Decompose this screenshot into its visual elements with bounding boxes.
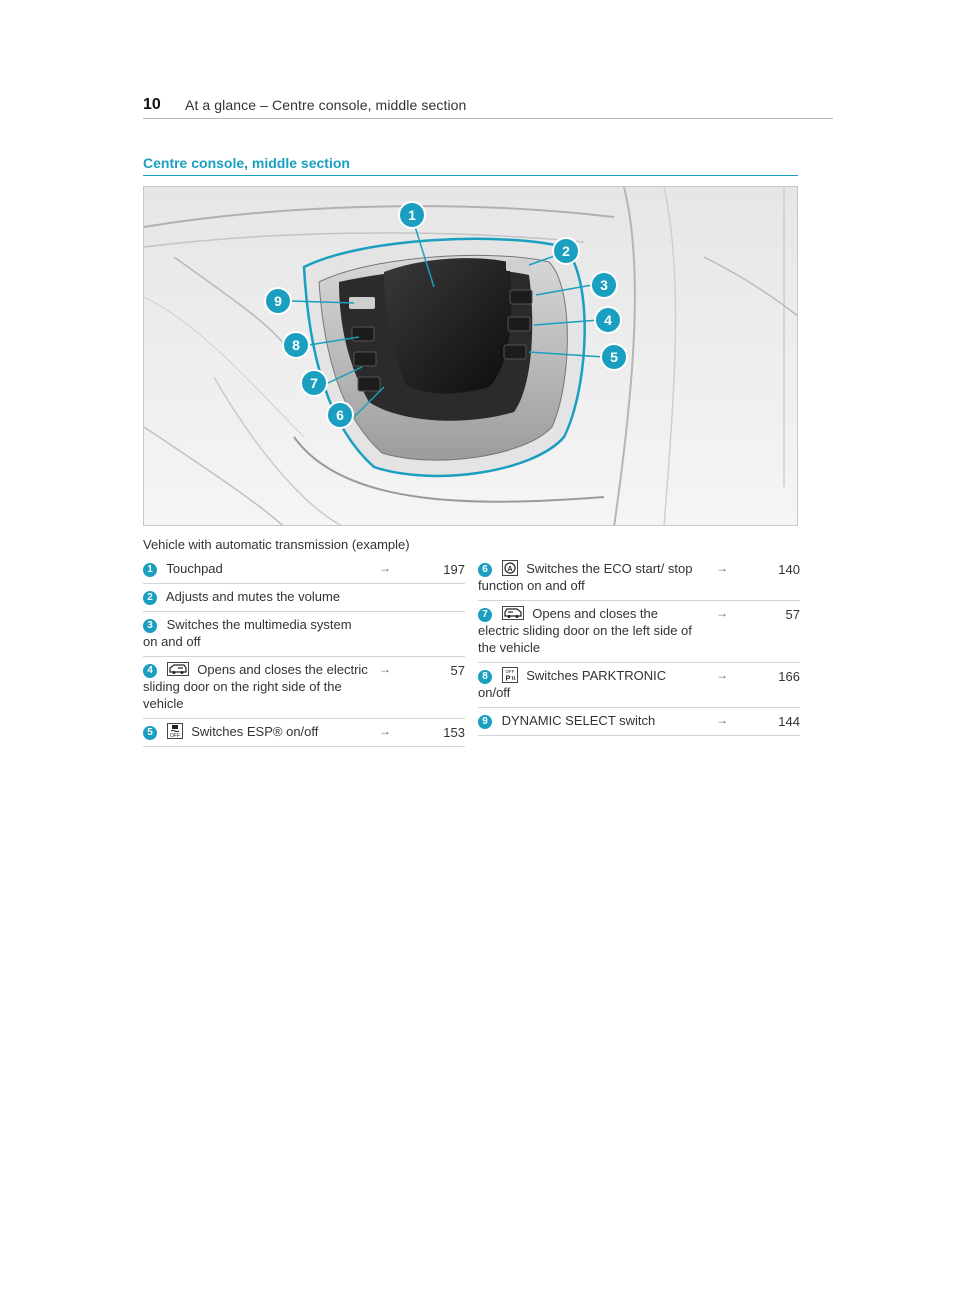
section-title: Centre console, middle section xyxy=(143,155,798,176)
entry-number: 7 xyxy=(478,608,492,622)
entry-number: 1 xyxy=(143,563,157,577)
entry-number: 5 xyxy=(143,726,157,740)
entry-number: 9 xyxy=(478,715,492,729)
arrow-icon: → xyxy=(716,713,728,727)
sliding-door-left-icon xyxy=(501,606,524,620)
legend-column-left: 1 Touchpad → 197 2 Adjusts and mutes the… xyxy=(143,556,465,747)
legend-entry-4: 4 Opens and closes the electric sliding … xyxy=(143,657,465,719)
arrow-icon: → xyxy=(379,724,391,738)
svg-text:OFF: OFF xyxy=(170,733,180,738)
sliding-door-right-icon xyxy=(166,662,189,676)
legend-entry-8: 8 OFF P Switches PARKTRONIC on/off → 166 xyxy=(478,663,800,708)
callout-8: 8 xyxy=(292,337,300,353)
arrow-icon: → xyxy=(716,606,728,620)
callout-5: 5 xyxy=(610,349,618,365)
legend-entry-1: 1 Touchpad → 197 xyxy=(143,556,465,584)
esp-off-icon: OFF xyxy=(166,723,183,739)
legend-entry-5: 5 OFF Switches ESP® on/off → 153 xyxy=(143,719,465,747)
legend-entry-7: 7 Opens and closes the electric sliding … xyxy=(478,601,800,663)
legend-entry-9: 9 DYNAMIC SELECT switch → 144 xyxy=(478,708,800,736)
page-reference-link[interactable]: 140 xyxy=(778,562,800,577)
figure-caption: Vehicle with automatic transmission (exa… xyxy=(143,537,410,552)
page-reference-link[interactable]: 144 xyxy=(778,714,800,729)
entry-text: Opens and closes the electric sliding do… xyxy=(478,606,692,655)
parktronic-off-icon: OFF P xyxy=(501,667,518,683)
page-reference-link[interactable]: 197 xyxy=(443,562,465,577)
arrow-icon: → xyxy=(379,561,391,575)
entry-number: 3 xyxy=(143,619,157,633)
entry-text: Touchpad xyxy=(166,561,223,576)
centre-console-figure: 1 2 3 4 5 6 7 8 9 xyxy=(143,186,798,526)
section-title-text: Centre console, middle section xyxy=(143,155,350,171)
entry-text: Adjusts and mutes the volume xyxy=(165,589,341,604)
callout-4: 4 xyxy=(604,312,612,328)
callout-1: 1 xyxy=(408,207,416,223)
header-title: At a glance – Centre console, middle sec… xyxy=(185,97,467,113)
callout-7: 7 xyxy=(310,375,318,391)
legend-column-right: 6 A Switches the ECO start/ stop functio… xyxy=(478,556,800,736)
page-header: 10 At a glance – Centre console, middle … xyxy=(143,96,833,119)
page-reference-link[interactable]: 153 xyxy=(443,725,465,740)
entry-number: 6 xyxy=(478,563,492,577)
page-number: 10 xyxy=(143,96,161,113)
callout-6: 6 xyxy=(336,407,344,423)
svg-text:OFF: OFF xyxy=(505,669,514,674)
entry-text: Switches the multimedia system on and of… xyxy=(143,617,352,649)
entry-number: 2 xyxy=(143,591,157,605)
arrow-icon: → xyxy=(716,561,728,575)
callout-3: 3 xyxy=(600,277,608,293)
callout-2: 2 xyxy=(562,243,570,259)
entry-text: Switches PARKTRONIC on/off xyxy=(478,668,667,700)
page-reference-link[interactable]: 57 xyxy=(785,607,800,622)
svg-text:A: A xyxy=(507,566,512,573)
legend-entry-6: 6 A Switches the ECO start/ stop functio… xyxy=(478,556,800,601)
entry-number: 4 xyxy=(143,664,157,678)
page-reference-link[interactable]: 57 xyxy=(450,663,465,678)
page-reference-link[interactable]: 166 xyxy=(778,669,800,684)
legend-entry-2: 2 Adjusts and mutes the volume xyxy=(143,584,465,612)
entry-text: DYNAMIC SELECT switch xyxy=(501,713,656,728)
eco-start-stop-icon: A xyxy=(501,560,518,576)
arrow-icon: → xyxy=(379,662,391,676)
callout-9: 9 xyxy=(274,293,282,309)
centre-console-photo: 1 2 3 4 5 6 7 8 9 xyxy=(144,187,797,525)
entry-text: Switches ESP® on/off xyxy=(191,724,319,739)
entry-text: Switches the ECO start/ stop function on… xyxy=(478,561,693,593)
svg-text:P: P xyxy=(505,676,510,683)
arrow-icon: → xyxy=(716,668,728,682)
legend-entry-3: 3 Switches the multimedia system on and … xyxy=(143,612,465,657)
entry-number: 8 xyxy=(478,670,492,684)
entry-text: Opens and closes the electric sliding do… xyxy=(143,662,368,711)
